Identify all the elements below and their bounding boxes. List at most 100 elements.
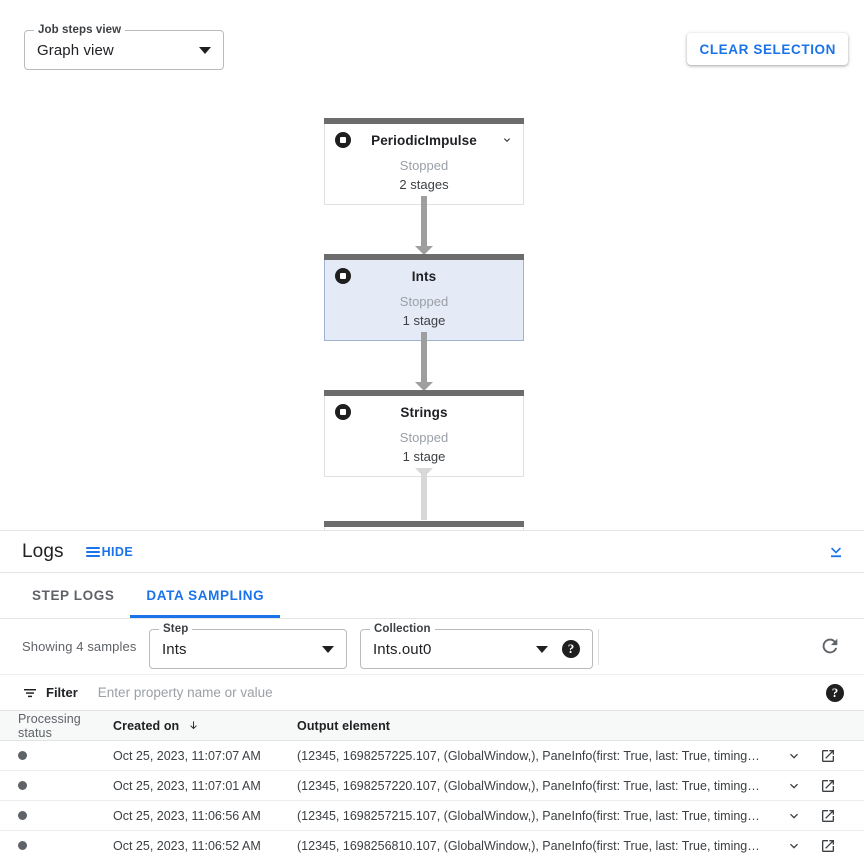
- logs-title: Logs: [22, 540, 64, 562]
- cell-created-on: Oct 25, 2023, 11:07:01 AM: [113, 778, 261, 793]
- job-graph-pane: Job steps view Graph view CLEAR SELECTIO…: [0, 0, 864, 530]
- status-dot-icon: [18, 780, 27, 790]
- graph-edge-arrow: [415, 382, 433, 391]
- stop-icon: [335, 268, 351, 284]
- graph-edge: [421, 196, 427, 248]
- logs-panel: Logs HIDE STEP LOGS DATA SAMPLING Showin…: [0, 531, 864, 856]
- samples-table: Processing status Created on Output elem…: [0, 711, 864, 856]
- graph-node-ints[interactable]: Ints Stopped 1 stage: [324, 254, 524, 341]
- filter-row: Filter ?: [0, 675, 864, 711]
- filter-input[interactable]: [95, 684, 656, 701]
- toolbar-divider: [598, 629, 599, 665]
- table-row[interactable]: Oct 25, 2023, 11:07:01 AM (12345, 169825…: [0, 771, 864, 801]
- step-select[interactable]: Step Ints: [149, 622, 347, 669]
- cell-output-element: (12345, 1698257220.107, (GlobalWindow,),…: [297, 778, 760, 793]
- chevron-down-icon[interactable]: [786, 838, 802, 854]
- cell-processing-status: [0, 749, 113, 763]
- status-dot-icon: [18, 840, 27, 850]
- chevron-down-icon[interactable]: [786, 778, 802, 794]
- chevron-down-icon: [322, 646, 334, 653]
- tab-data-sampling[interactable]: DATA SAMPLING: [130, 573, 281, 618]
- graph-edge: [421, 468, 427, 520]
- chevron-down-icon: [199, 47, 211, 54]
- node-status: Stopped: [399, 430, 449, 445]
- cell-created-on: Oct 25, 2023, 11:06:56 AM: [113, 808, 261, 823]
- logs-header: Logs HIDE: [0, 531, 864, 573]
- sampling-controls-bar: Showing 4 samples Step Ints Collection I…: [0, 619, 864, 675]
- chevron-down-icon[interactable]: [786, 808, 802, 824]
- status-dot-icon: [18, 750, 27, 760]
- node-header: PeriodicImpulse: [325, 124, 523, 156]
- row-actions: [786, 838, 864, 854]
- logs-tabs: STEP LOGS DATA SAMPLING: [0, 573, 864, 619]
- graph-node-partial[interactable]: [324, 521, 524, 530]
- open-in-new-icon[interactable]: [820, 808, 836, 824]
- step-select-value: Ints: [162, 640, 187, 658]
- showing-samples-text: Showing 4 samples: [22, 639, 137, 654]
- collection-select-value: Ints.out0: [373, 640, 432, 658]
- node-title: PeriodicImpulse: [371, 132, 477, 148]
- job-steps-view-value: Graph view: [37, 41, 114, 59]
- step-select-label: Step: [159, 622, 193, 636]
- chevron-down-icon[interactable]: [786, 748, 802, 764]
- cell-created-on: Oct 25, 2023, 11:07:07 AM: [113, 748, 261, 763]
- cell-output-element: (12345, 1698257225.107, (GlobalWindow,),…: [297, 748, 760, 763]
- open-in-new-icon[interactable]: [820, 838, 836, 854]
- node-header: Ints: [325, 260, 523, 292]
- table-row[interactable]: Oct 25, 2023, 11:06:56 AM (12345, 169825…: [0, 801, 864, 831]
- graph-edge-arrow: [415, 246, 433, 255]
- node-top-bar: [324, 254, 524, 260]
- collection-select-label: Collection: [370, 622, 435, 636]
- node-stages: 1 stage: [402, 313, 446, 328]
- cell-processing-status: [0, 839, 113, 853]
- stop-icon: [335, 132, 351, 148]
- job-steps-view-label: Job steps view: [34, 23, 126, 37]
- open-in-new-icon[interactable]: [820, 748, 836, 764]
- table-row[interactable]: Oct 25, 2023, 11:06:52 AM (12345, 169825…: [0, 831, 864, 856]
- tab-step-logs[interactable]: STEP LOGS: [32, 588, 115, 603]
- help-icon[interactable]: ?: [826, 683, 844, 702]
- row-actions: [786, 748, 864, 764]
- node-title: Ints: [411, 268, 437, 284]
- cell-created-on: Oct 25, 2023, 11:06:52 AM: [113, 838, 261, 853]
- stop-icon: [335, 404, 351, 420]
- refresh-icon[interactable]: [819, 635, 841, 657]
- node-status: Stopped: [399, 158, 449, 173]
- cell-processing-status: [0, 779, 113, 793]
- table-row[interactable]: Oct 25, 2023, 11:07:07 AM (12345, 169825…: [0, 741, 864, 771]
- column-header-output-element[interactable]: Output element: [297, 718, 391, 733]
- hide-logs-label: HIDE: [101, 544, 134, 559]
- chevron-down-icon[interactable]: [501, 134, 513, 146]
- graph-edge: [421, 332, 427, 384]
- table-header-row: Processing status Created on Output elem…: [0, 711, 864, 741]
- node-stages: 2 stages: [399, 177, 449, 192]
- graph-node-strings[interactable]: Strings Stopped 1 stage: [324, 390, 524, 477]
- collection-select[interactable]: Collection Ints.out0 ?: [360, 622, 593, 669]
- node-status: Stopped: [399, 294, 449, 309]
- column-header-created-on-label: Created on: [113, 718, 180, 733]
- list-icon: [85, 546, 100, 557]
- node-stages: 1 stage: [402, 449, 446, 464]
- column-header-processing-status[interactable]: Processing status: [18, 711, 81, 740]
- cell-output-element: (12345, 1698257215.107, (GlobalWindow,),…: [297, 808, 760, 823]
- status-dot-icon: [18, 810, 27, 820]
- node-top-bar: [324, 390, 524, 396]
- graph-edge-arrow: [415, 468, 433, 477]
- hide-logs-button[interactable]: HIDE: [85, 544, 134, 559]
- chevron-down-icon: [536, 646, 548, 653]
- column-header-created-on[interactable]: Created on: [113, 719, 297, 733]
- filter-icon: [22, 685, 38, 701]
- clear-selection-button[interactable]: CLEAR SELECTION: [687, 33, 848, 65]
- node-top-bar: [324, 118, 524, 124]
- collapse-panel-icon[interactable]: [826, 542, 846, 562]
- filter-label: Filter: [46, 685, 78, 700]
- node-top-bar: [324, 521, 524, 527]
- job-steps-view-select[interactable]: Job steps view Graph view: [24, 23, 224, 70]
- row-actions: [786, 778, 864, 794]
- open-in-new-icon[interactable]: [820, 778, 836, 794]
- node-title: Strings: [400, 404, 448, 420]
- node-header: Strings: [325, 396, 523, 428]
- help-icon[interactable]: ?: [562, 640, 580, 658]
- graph-node-periodicimpulse[interactable]: PeriodicImpulse Stopped 2 stages: [324, 118, 524, 205]
